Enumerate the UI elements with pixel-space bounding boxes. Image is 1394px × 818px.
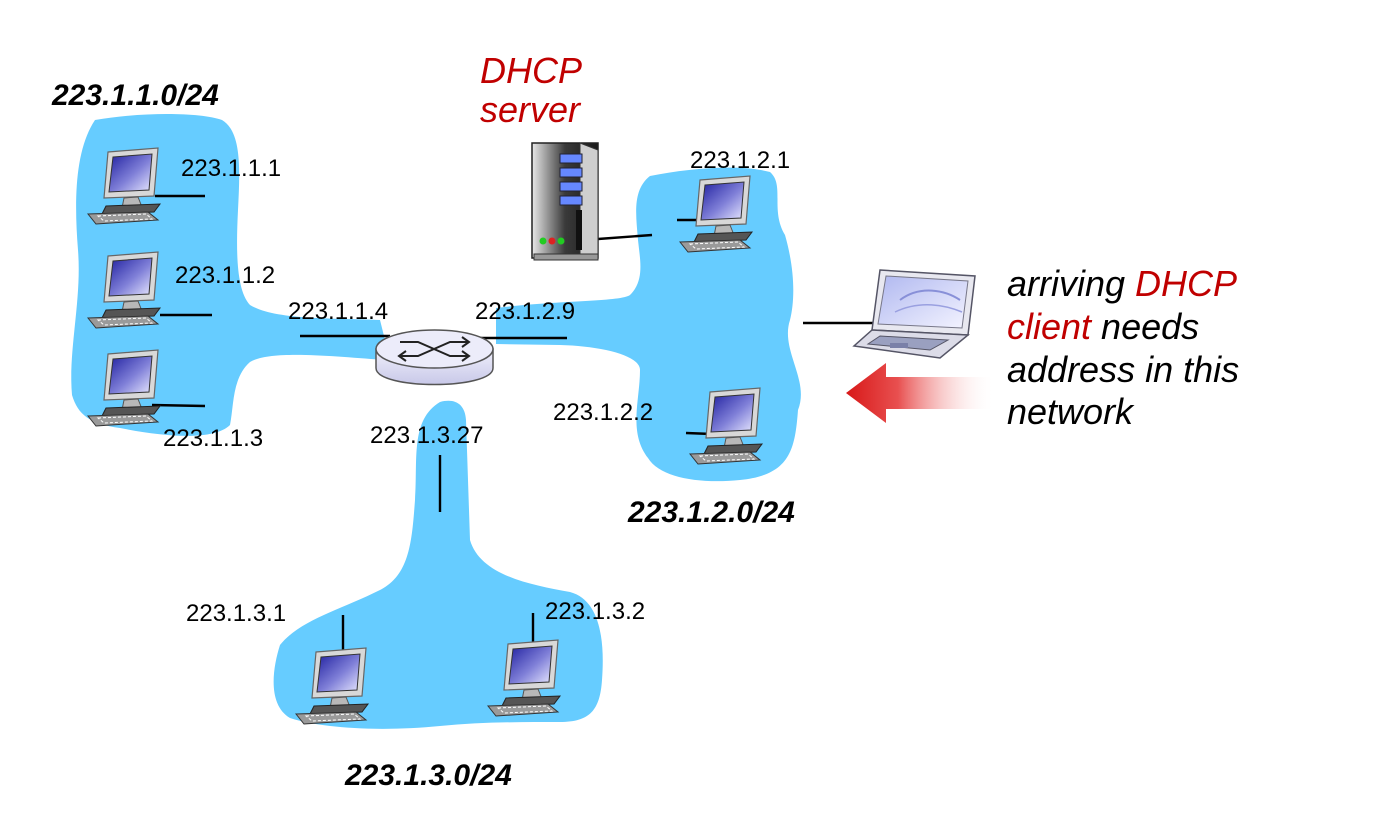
ip-label-h131: 223.1.3.1 xyxy=(186,600,286,627)
router-if-label-2: 223.1.2.9 xyxy=(475,298,575,325)
wire-h113 xyxy=(151,403,206,408)
ip-label-h132: 223.1.3.2 xyxy=(545,598,645,625)
ip-label-h122: 223.1.2.2 xyxy=(553,399,653,426)
wire-server xyxy=(597,233,653,241)
subnet-label-s2: 223.1.2.0/24 xyxy=(627,496,795,529)
router-icon xyxy=(375,329,494,386)
laptop-client-icon xyxy=(852,269,976,359)
router-if-label-3: 223.1.3.27 xyxy=(370,422,483,449)
client-note-dhcp: DHCP xyxy=(1135,263,1237,304)
ip-label-h121: 223.1.2.1 xyxy=(690,147,790,174)
server-label-line2: server xyxy=(480,89,582,130)
server-label-line1: DHCP xyxy=(480,50,582,91)
client-note-client: client xyxy=(1007,306,1093,347)
ip-label-h111: 223.1.1.1 xyxy=(181,155,281,182)
ip-label-h112: 223.1.1.2 xyxy=(175,262,275,289)
arrival-arrow-icon xyxy=(846,363,995,423)
subnet-label-s3: 223.1.3.0/24 xyxy=(344,759,512,792)
subnet-label-s1: 223.1.1.0/24 xyxy=(51,79,219,112)
router-if-label-1: 223.1.1.4 xyxy=(288,298,388,325)
client-note-line2: client needs xyxy=(1007,306,1199,347)
dhcp-server-icon xyxy=(531,142,599,261)
client-note-line4: network xyxy=(1007,391,1135,432)
client-note-arriving: arriving xyxy=(1007,263,1135,304)
client-note-needs: needs xyxy=(1091,306,1199,347)
client-note-line1: arriving DHCP xyxy=(1007,263,1237,304)
client-note-line3: address in this xyxy=(1007,349,1239,390)
ip-label-h113: 223.1.1.3 xyxy=(163,425,263,452)
